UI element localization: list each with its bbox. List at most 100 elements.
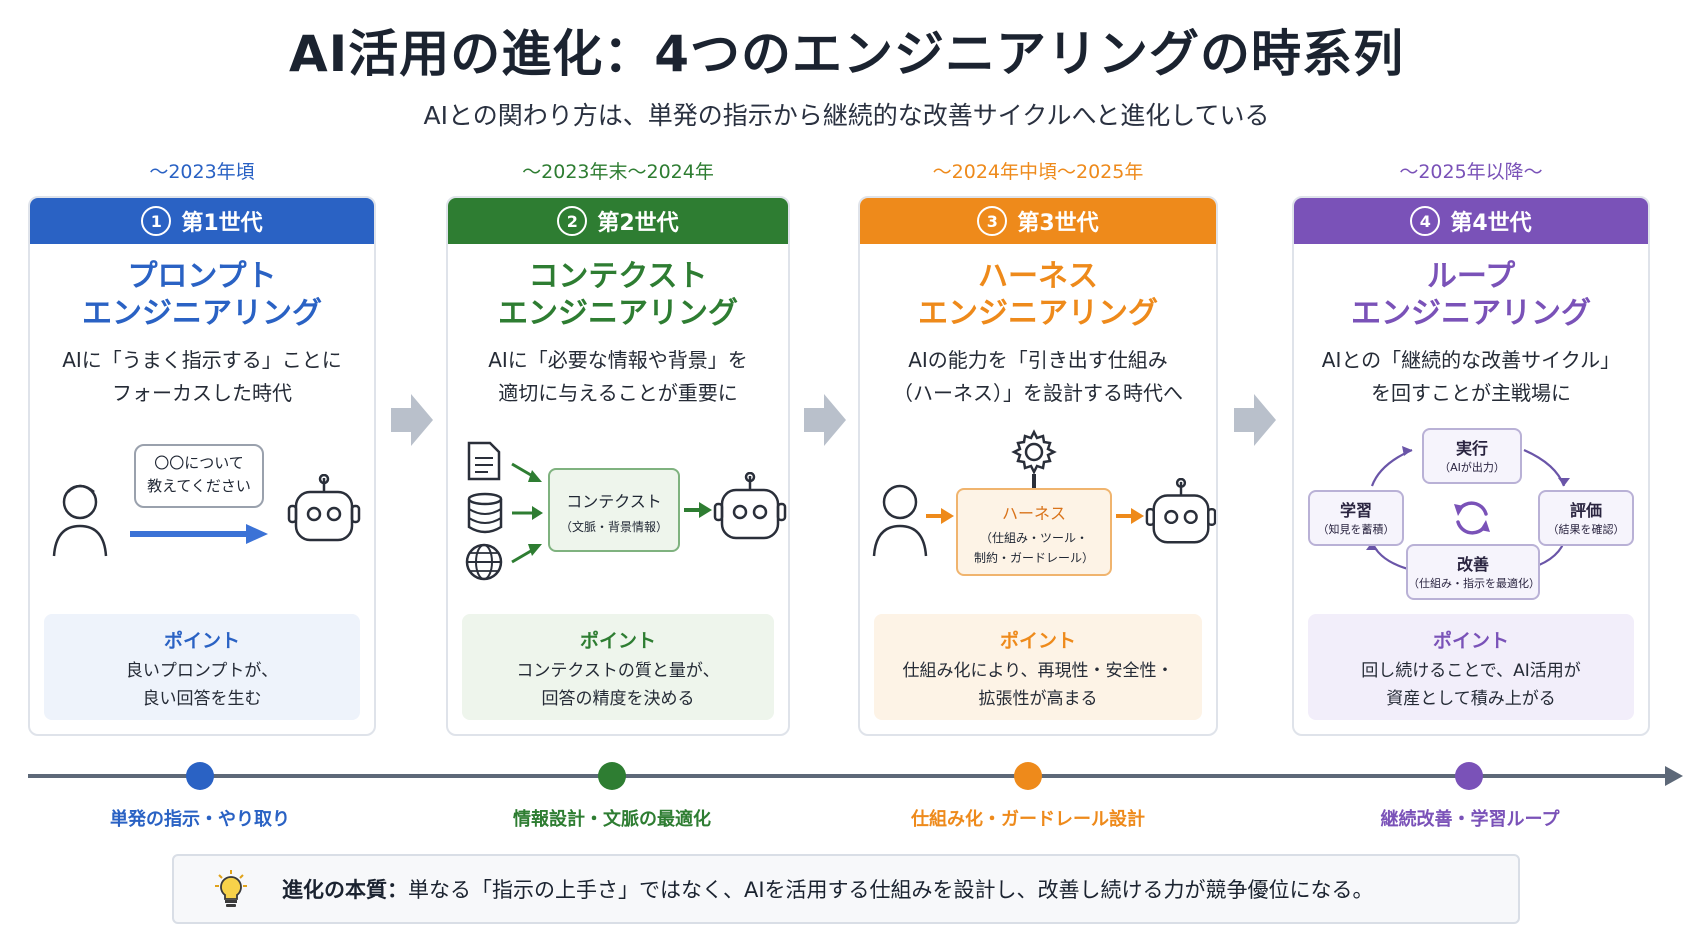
timeline-arrowhead <box>1665 766 1683 786</box>
card-description: AIに「うまく指示する」ことに フォーカスした時代 <box>30 344 374 410</box>
point-line2: 良い回答を生む <box>142 689 262 709</box>
card-name-line2: エンジニアリング <box>1351 296 1591 331</box>
point-box: ポイント 良いプロンプトが、 良い回答を生む <box>44 614 360 720</box>
card-header: 4 第4世代 <box>1294 198 1648 244</box>
context-box-sub: （文脈・背景情報） <box>559 520 668 534</box>
cycle-step-title: 学習 <box>1339 501 1372 520</box>
timeline-dot-gen1 <box>186 762 214 790</box>
card-name-line1: ハーネス <box>978 259 1098 294</box>
point-line2: 資産として積み上がる <box>1386 689 1556 709</box>
cycle-step-title: 改善 <box>1456 555 1489 574</box>
generation-card-1: 1 第1世代 プロンプト エンジニアリング AIに「うまく指示する」ことに フォ… <box>28 196 376 736</box>
point-line1: コンテクストの質と量が、 <box>516 661 720 681</box>
point-line1: 仕組み化により、再現性・安全性・ <box>902 661 1174 681</box>
harness-box: ハーネス （仕組み・ツール・ 制約・ガードレール） <box>956 488 1112 576</box>
point-label: ポイント <box>579 630 656 652</box>
card-desc-line1: AIに「うまく指示する」ことに <box>62 348 342 372</box>
card-desc-line1: AIに「必要な情報や背景」を <box>488 348 748 372</box>
refresh-icon <box>1454 501 1490 535</box>
point-line2: 拡張性が高まる <box>978 689 1098 709</box>
cycle-step-sub: （知見を蓄積） <box>1317 523 1395 536</box>
card-name-line2: エンジニアリング <box>498 296 738 331</box>
card-name-line1: ループ <box>1426 259 1516 294</box>
cycle-step-improve: 改善 （仕組み・指示を最適化） <box>1406 544 1540 600</box>
point-line1: 回し続けることで、AI活用が <box>1361 661 1581 681</box>
point-box: ポイント 回し続けることで、AI活用が 資産として積み上がる <box>1308 614 1634 720</box>
cycle-step-sub: （AIが出力） <box>1439 461 1505 474</box>
prompt-illustration: 〇〇について 教えてください <box>30 428 374 578</box>
card-description: AIに「必要な情報や背景」を 適切に与えることが重要に <box>448 344 788 410</box>
note-text: 単なる「指示の上手さ」ではなく、AIを活用する仕組みを設計し、改善し続ける力が競… <box>408 878 1374 902</box>
timeline-label-gen2: 情報設計・文脈の最適化 <box>513 809 711 830</box>
era-label-gen3: ～2024年中頃～2025年 <box>932 161 1144 183</box>
gear-icon <box>1011 429 1057 475</box>
card-header-label: 第2世代 <box>597 211 679 236</box>
harness-box-sub1: （仕組み・ツール・ <box>979 531 1088 545</box>
point-text: 仕組み化により、再現性・安全性・ 拡張性が高まる <box>874 657 1202 713</box>
loop-illustration: 実行 （AIが出力） 評価 （結果を確認） 改善 （仕組み・指示を最適化） 学習… <box>1294 420 1648 600</box>
send-arrow-icon <box>130 524 268 544</box>
next-arrow-icon <box>1234 394 1276 446</box>
era-label-gen1: ～2023年頃 <box>149 161 255 183</box>
cycle-step-sub: （結果を確認） <box>1547 523 1625 536</box>
timeline-dot-gen4 <box>1455 762 1483 790</box>
card-name-line1: コンテクスト <box>528 259 708 294</box>
card-description: AIとの「継続的な改善サイクル」 を回すことが主戦場に <box>1294 344 1648 410</box>
cycle-step-evaluate: 評価 （結果を確認） <box>1538 490 1634 546</box>
card-desc-line2: 適切に与えることが重要に <box>498 381 738 405</box>
page-title: AI活用の進化：4つのエンジニアリングの時系列 <box>288 25 1405 83</box>
card-name: ハーネス エンジニアリング <box>860 258 1216 332</box>
cycle-step-sub: （仕組み・指示を最適化） <box>1408 577 1540 590</box>
lightbulb-icon <box>215 870 247 907</box>
point-line1: 良いプロンプトが、 <box>125 661 279 681</box>
robot-icon <box>713 472 787 540</box>
point-line2: 回答の精度を決める <box>541 689 695 709</box>
cycle-step-title: 実行 <box>1455 439 1488 458</box>
timeline-label-gen3: 仕組み化・ガードレール設計 <box>911 809 1145 830</box>
speech-line1: 〇〇について <box>154 454 244 472</box>
card-name: ループ エンジニアリング <box>1294 258 1648 332</box>
speech-line2: 教えてください <box>147 477 251 495</box>
card-desc-line1: AIの能力を「引き出す仕組み <box>908 348 1168 372</box>
harness-illustration: ハーネス （仕組み・ツール・ 制約・ガードレール） <box>860 428 1216 578</box>
era-label-gen2: ～2023年末～2024年 <box>522 161 714 183</box>
number-badge: 1 <box>141 206 172 236</box>
context-box-title: コンテクスト <box>566 492 662 511</box>
generation-card-3: 3 第3世代 ハーネス エンジニアリング AIの能力を「引き出す仕組み （ハーネ… <box>858 196 1218 736</box>
person-icon <box>52 484 108 557</box>
globe-icon <box>465 543 503 581</box>
point-text: 良いプロンプトが、 良い回答を生む <box>44 657 360 713</box>
output-arrow-icon <box>1116 508 1144 524</box>
cycle-step-execute: 実行 （AIが出力） <box>1422 428 1522 484</box>
card-header-label: 第4世代 <box>1450 211 1532 236</box>
timeline-dot-gen3 <box>1014 762 1042 790</box>
point-label: ポイント <box>1432 630 1509 652</box>
output-arrow-icon <box>684 502 712 518</box>
point-label: ポイント <box>163 630 240 652</box>
person-icon <box>872 484 928 557</box>
number-badge: 2 <box>557 206 588 236</box>
card-desc-line1: AIとの「継続的な改善サイクル」 <box>1321 348 1621 372</box>
timeline-dot-gen2 <box>598 762 626 790</box>
harness-box-title: ハーネス <box>1001 504 1066 523</box>
robot-icon <box>1145 478 1216 544</box>
input-arrows-icon <box>511 462 543 564</box>
gear-connector <box>1032 474 1036 488</box>
card-name-line2: エンジニアリング <box>918 296 1158 331</box>
card-description: AIの能力を「引き出す仕組み （ハーネス）」を設計する時代へ <box>860 344 1216 410</box>
timeline-label-gen4: 継続改善・学習ループ <box>1380 809 1560 830</box>
generation-card-2: 2 第2世代 コンテクスト エンジニアリング AIに「必要な情報や背景」を 適切… <box>446 196 790 736</box>
number-badge: 4 <box>1410 206 1441 236</box>
cycle-step-title: 評価 <box>1569 501 1602 520</box>
database-icon <box>467 492 503 534</box>
point-text: コンテクストの質と量が、 回答の精度を決める <box>462 657 774 713</box>
robot-icon <box>287 474 361 542</box>
card-name-line2: エンジニアリング <box>82 296 322 331</box>
card-header: 2 第2世代 <box>448 198 788 244</box>
generation-card-4: 4 第4世代 ループ エンジニアリング AIとの「継続的な改善サイクル」 を回す… <box>1292 196 1650 736</box>
point-label: ポイント <box>999 630 1076 652</box>
point-text: 回し続けることで、AI活用が 資産として積み上がる <box>1308 657 1634 713</box>
speech-bubble: 〇〇について 教えてください <box>134 444 264 508</box>
note-emphasis: 進化の本質： <box>282 878 408 902</box>
document-icon <box>467 441 501 481</box>
